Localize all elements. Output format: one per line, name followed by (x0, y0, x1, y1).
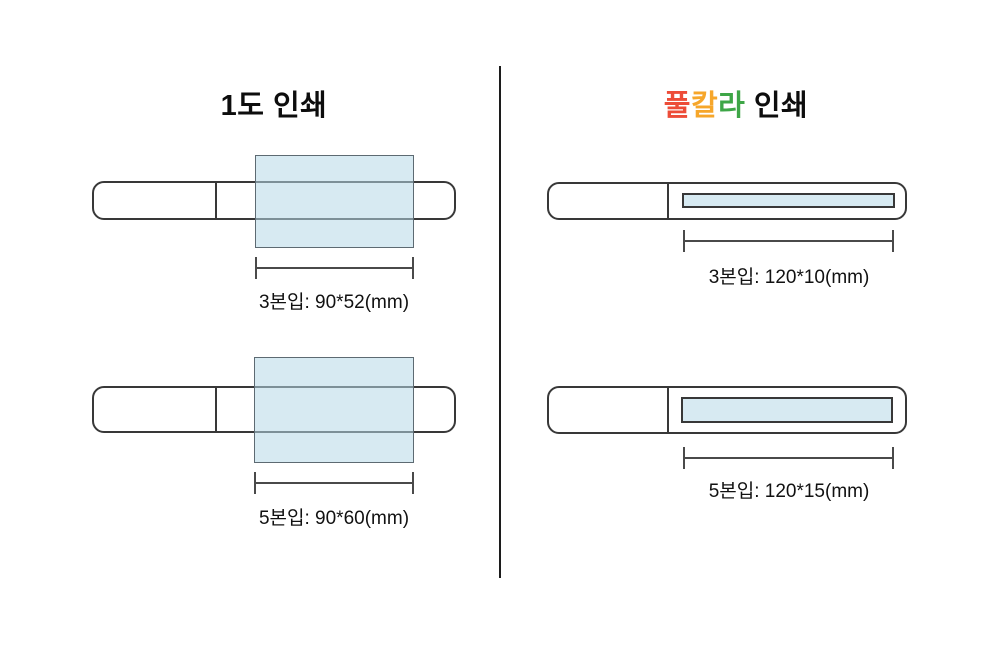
title-colored-segment: 인쇄 (745, 90, 809, 122)
dimension-line-5pack-fullcolor (683, 447, 894, 469)
dimension-label-5pack-fullcolor: 5본입: 120*15(mm) (708, 481, 870, 502)
pen-cap-joint-line (667, 184, 669, 218)
print-strip-5pack (681, 397, 893, 423)
dimension-label-3pack-fullcolor: 3본입: 120*10(mm) (708, 267, 870, 288)
dimension-label-5pack-1color: 5본입: 90*60(mm) (258, 508, 410, 529)
left-section-title: 1도 인쇄 (220, 90, 328, 122)
title-colored-segment: 칼 (690, 90, 719, 122)
print-area-overlay-5pack (254, 357, 414, 463)
section-divider-line (499, 66, 501, 578)
title-colored-segment: 라 (718, 90, 746, 122)
title-colored-segment: 풀 (663, 90, 691, 122)
dimension-line-5pack-1color (254, 472, 414, 494)
dimension-line-3pack-fullcolor (683, 230, 894, 252)
pen-cap-joint-line (215, 183, 217, 218)
right-section-title: 풀칼라 인쇄 (547, 82, 925, 124)
pen-cap-joint-line (215, 388, 217, 431)
pen-cap-joint-line (667, 388, 669, 432)
print-strip-3pack (682, 193, 895, 208)
dimension-line-3pack-1color (255, 257, 414, 279)
dimension-label-3pack-1color: 3본입: 90*52(mm) (258, 292, 410, 313)
print-area-overlay-3pack (255, 155, 414, 248)
